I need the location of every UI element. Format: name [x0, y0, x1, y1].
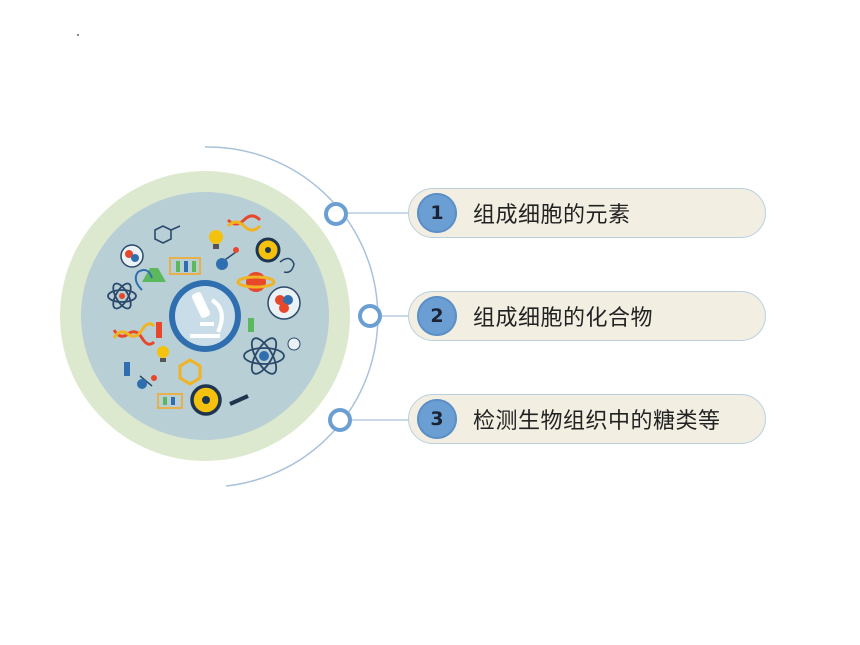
connector-node-3 — [328, 408, 352, 432]
lightbulb-icon — [209, 230, 223, 249]
atom-icon — [267, 286, 301, 320]
menu-item-1[interactable]: 1 组成细胞的元素 — [408, 188, 766, 238]
connector-node-2 — [358, 304, 382, 328]
planet-icon — [236, 272, 276, 292]
item-label: 组成细胞的元素 — [473, 203, 631, 228]
item-number-badge: 2 — [417, 296, 457, 336]
menu-item-3[interactable]: 3 检测生物组织中的糖类等 — [408, 394, 766, 444]
atom-icon — [120, 244, 144, 268]
item-label: 组成细胞的化合物 — [473, 306, 654, 331]
connector-node-1 — [324, 202, 348, 226]
test-tube-icon — [157, 393, 183, 409]
radiation-icon — [190, 384, 222, 416]
stray-dot — [77, 34, 79, 36]
dna-icon — [226, 214, 262, 232]
molecule-icon — [154, 225, 181, 244]
connector-arc — [204, 146, 379, 487]
molecule-icon — [134, 247, 301, 406]
atom-icon — [107, 282, 137, 310]
molecule-icon — [178, 358, 202, 386]
radiation-icon — [255, 237, 281, 263]
item-label: 检测生物组织中的糖类等 — [473, 409, 721, 434]
lightbulb-icon — [157, 346, 169, 362]
item-number-badge: 1 — [417, 193, 457, 233]
item-number-badge: 3 — [417, 399, 457, 439]
microscope-icon — [169, 280, 241, 352]
test-tube-icon — [169, 257, 201, 275]
test-tube-icon — [124, 318, 254, 376]
atom-icon — [243, 337, 285, 375]
dna-icon — [112, 322, 156, 346]
menu-item-2[interactable]: 2 组成细胞的化合物 — [408, 291, 766, 341]
